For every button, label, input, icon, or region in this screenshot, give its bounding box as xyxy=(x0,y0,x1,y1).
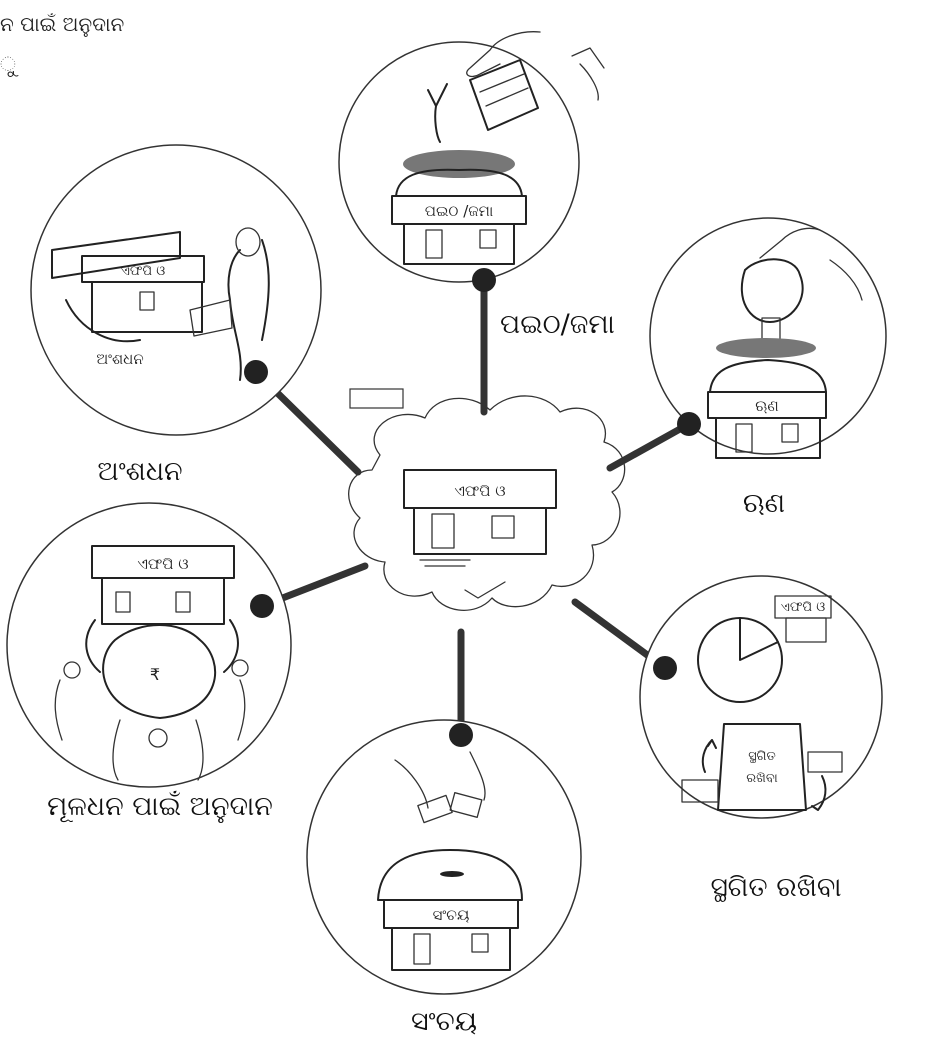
share-caption: ଅଂଶଧନ xyxy=(96,350,143,368)
node-deposit: ପଇଠ /ଜମା xyxy=(338,31,605,283)
money-bag-icon xyxy=(740,258,804,323)
dot-loan xyxy=(677,412,701,436)
hand-icon xyxy=(466,31,541,78)
pointer-icon xyxy=(65,299,141,343)
paper-icon xyxy=(189,299,233,337)
blank-box xyxy=(349,388,404,409)
center-sign-text: ଏଫପି ଓ xyxy=(454,482,505,500)
deposit-sign-text: ପଇଠ /ଜମା xyxy=(425,202,494,220)
hands-icon xyxy=(85,619,239,673)
down-arrow-icon xyxy=(427,83,448,143)
storage-bag-line2: ରଖିବା xyxy=(746,771,777,786)
money-bag-icon xyxy=(102,624,217,719)
share-sign-text: ଏଫପି ଓ xyxy=(121,264,165,279)
center-building xyxy=(413,507,547,555)
node-grant: ଏଫପି ଓ ₹ xyxy=(6,502,292,788)
storage-sign-text: ଏଫପି ଓ xyxy=(781,600,825,615)
label-share: ଅଂଶଧନ xyxy=(97,456,182,487)
grant-sign-text: ଏଫପି ଓ xyxy=(137,555,188,573)
dot-grant xyxy=(250,594,274,618)
connector-loan xyxy=(606,420,693,472)
banknote-right-icon xyxy=(807,751,843,773)
loan-building xyxy=(715,417,821,459)
node-savings: ସଂଚୟ xyxy=(306,719,582,995)
dot-savings xyxy=(449,723,473,747)
label-grant: ମୂଳଧନ ପାଇଁ ଅନୁଦାନ xyxy=(47,791,273,823)
header-text-fragment: ନ ପାଇଁ ଅନୁଦାନ xyxy=(0,12,125,36)
banknote-left-icon xyxy=(681,779,719,803)
savings-building xyxy=(391,927,511,971)
label-storage: ସ୍ଥଗିତ ରଖିବା xyxy=(710,872,841,903)
savings-circle xyxy=(306,719,582,995)
center-door xyxy=(431,513,455,549)
dot-deposit xyxy=(472,268,496,292)
dot-storage xyxy=(653,656,677,680)
center-cloud: ଏଫପି ଓ xyxy=(348,395,626,611)
grant-building xyxy=(101,577,225,625)
node-storage: ଏଫପି ଓ ସ୍ଥଗିତ ରଖିବା xyxy=(639,575,883,819)
hands-icon xyxy=(759,227,863,301)
grain-sack-icon xyxy=(717,723,807,811)
checkmark-icon xyxy=(464,581,506,599)
center-window xyxy=(491,515,515,539)
node-share: ଏଫପି ଓ ଅଂଶଧନ xyxy=(30,144,322,436)
share-roof xyxy=(51,231,181,279)
arrow-up-icon xyxy=(701,739,717,773)
hands-icon xyxy=(394,751,486,809)
arrow-down-icon xyxy=(811,775,827,811)
node-loan: ଋଣ xyxy=(649,217,887,459)
dot-share xyxy=(244,360,268,384)
banknote-icon xyxy=(417,794,453,824)
label-deposit: ପଇଠ/ଜମା xyxy=(500,309,615,340)
grant-circle xyxy=(6,502,292,788)
banknote-icon xyxy=(469,59,539,131)
loan-sign-text: ଋଣ xyxy=(755,397,778,415)
people-icon xyxy=(54,679,246,781)
deposit-roof xyxy=(395,168,523,197)
rupee-symbol: ₹ xyxy=(150,665,160,684)
deposit-building xyxy=(403,223,515,265)
header-text-fragment-2: ୁ xyxy=(0,52,16,76)
share-circle xyxy=(30,144,322,436)
savings-sign-text: ସଂଚୟ xyxy=(433,906,470,924)
label-savings: ସଂଚୟ xyxy=(411,1006,477,1037)
label-loan: ଋଣ xyxy=(743,488,785,519)
storage-bag-line1: ସ୍ଥଗିତ xyxy=(748,749,776,764)
savings-pot xyxy=(377,849,523,901)
bangle-icon xyxy=(571,47,605,101)
loan-roof xyxy=(709,359,827,393)
